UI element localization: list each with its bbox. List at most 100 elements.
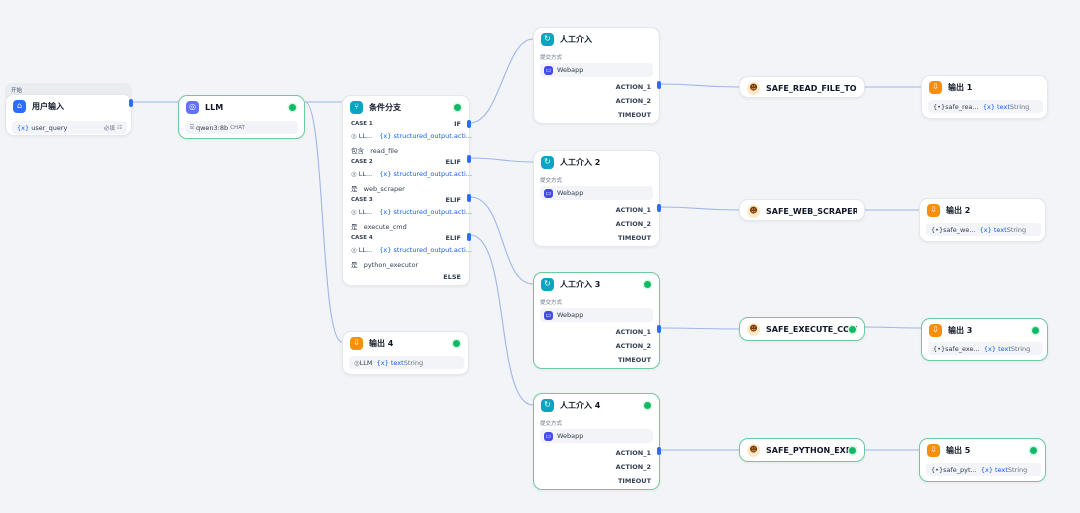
llm-source-icon: ◎ bbox=[351, 170, 357, 178]
output-icon: ⇩ bbox=[929, 80, 942, 94]
case-label: CASE 3 bbox=[351, 197, 373, 203]
condition-operator: 包含 bbox=[351, 147, 364, 155]
output-variable[interactable]: {•}safe_exe... {x} text String bbox=[928, 342, 1043, 355]
success-status-icon bbox=[849, 447, 856, 454]
llm-node[interactable]: ◎ LLM ⌸ qwen3:8b CHAT bbox=[178, 95, 305, 139]
tool-node-2[interactable]: ☻ SAFE_WEB_SCRAPER_TO... bbox=[739, 199, 865, 221]
timeout-label: TIMEOUT bbox=[618, 477, 651, 485]
output-source: {•}safe_exe... bbox=[933, 344, 980, 353]
case-label: CASE 4 bbox=[351, 235, 373, 241]
action-output-port[interactable] bbox=[657, 447, 661, 455]
start-variable-name: user_query bbox=[31, 123, 68, 132]
case4-output-port[interactable] bbox=[467, 233, 471, 241]
condition-operator: 是 bbox=[351, 223, 358, 231]
output-node-title: 输出 2 bbox=[946, 205, 971, 215]
output-source: {•}safe_we... bbox=[931, 225, 976, 234]
case1-output-port[interactable] bbox=[467, 120, 471, 128]
output4-variable[interactable]: ◎ LLM {x} text String bbox=[349, 356, 464, 369]
success-status-icon bbox=[849, 326, 856, 333]
output-var: {x} text bbox=[982, 102, 1010, 111]
success-status-icon bbox=[644, 402, 651, 409]
submit-method-field[interactable]: ▭ Webapp bbox=[540, 308, 653, 322]
output-node-1[interactable]: ⇩ 输出 1 {•}safe_rea... {x} text String bbox=[921, 75, 1048, 119]
output-node-header: ⇩ 输出 2 bbox=[920, 199, 1045, 221]
edge-human2-tool2 bbox=[659, 206, 740, 211]
output-variable[interactable]: {•}safe_rea... {x} text String bbox=[928, 100, 1043, 113]
branch-node[interactable]: ⑂ 条件分支 CASE 1 IF ◎ LL... {x} structured_… bbox=[342, 95, 472, 286]
output4-source: LLM bbox=[359, 358, 373, 367]
submit-method-label: 提交方式 bbox=[540, 300, 563, 306]
llm-node-header: ◎ LLM bbox=[179, 96, 304, 118]
condition-variable: {x} structured_output.acti... bbox=[379, 170, 472, 178]
output-type: String bbox=[1007, 465, 1028, 474]
case-label: CASE 1 bbox=[351, 121, 373, 127]
condition-source: LL... bbox=[358, 170, 373, 178]
llm-mode-badge: CHAT bbox=[230, 124, 245, 131]
tool-node-3[interactable]: ☻ SAFE_EXECUTE_COMM... bbox=[739, 317, 865, 341]
case-condition: ◎ LL... {x} structured_output.acti... bbox=[351, 132, 472, 140]
action-output-port[interactable] bbox=[657, 325, 661, 333]
llm-source-icon: ◎ bbox=[351, 132, 357, 140]
edge-human3-tool3 bbox=[659, 327, 740, 330]
submit-method-field[interactable]: ▭ Webapp bbox=[540, 63, 653, 77]
tool-node-4[interactable]: ☻ SAFE_PYTHON_EXECU... bbox=[739, 438, 865, 462]
agent-icon: ☻ bbox=[747, 443, 760, 457]
start-variable-field[interactable]: {x} user_query 必填 ☷ bbox=[12, 121, 127, 134]
action-2-label: ACTION_2 bbox=[615, 463, 651, 471]
webapp-icon: ▭ bbox=[544, 431, 553, 441]
human-node-4[interactable]: ↻ 人工介入 4 提交方式 ▭ Webapp ACTION_1 ACTION_2… bbox=[533, 393, 661, 490]
branch-node-header: ⑂ 条件分支 bbox=[343, 96, 469, 118]
submit-method-value: Webapp bbox=[557, 66, 584, 74]
submit-method-field[interactable]: ▭ Webapp bbox=[540, 429, 653, 443]
case-operator-row: 是 execute_cmd bbox=[351, 221, 407, 231]
tool-node-title: SAFE_WEB_SCRAPER_TO... bbox=[766, 206, 857, 216]
condition-variable: {x} structured_output.acti... bbox=[379, 132, 472, 140]
human-node-1[interactable]: ↻ 人工介入 提交方式 ▭ Webapp ACTION_1 ACTION_2 T… bbox=[533, 27, 661, 124]
output-node-3[interactable]: ⇩ 输出 3 {•}safe_exe... {x} text String bbox=[921, 318, 1048, 361]
output-node-header: ⇩ 输出 3 bbox=[922, 319, 1047, 341]
output4-node[interactable]: ⇩ 输出 4 ◎ LLM {x} text String bbox=[342, 331, 469, 375]
output-variable[interactable]: {•}safe_pyt... {x} text String bbox=[926, 463, 1041, 476]
action-2-label: ACTION_2 bbox=[615, 97, 651, 105]
output-variable[interactable]: {•}safe_we... {x} text String bbox=[926, 223, 1041, 236]
case3-output-port[interactable] bbox=[467, 194, 471, 202]
edge-case1-human1 bbox=[469, 38, 534, 124]
tool-node-header: ☻ SAFE_PYTHON_EXECU... bbox=[740, 439, 864, 461]
human-node-2[interactable]: ↻ 人工介入 2 提交方式 ▭ Webapp ACTION_1 ACTION_2… bbox=[533, 150, 661, 247]
condition-value: read_file bbox=[370, 147, 398, 155]
llm-model-field[interactable]: ⌸ qwen3:8b CHAT bbox=[185, 121, 298, 134]
output-node-5[interactable]: ⇩ 输出 5 {•}safe_pyt... {x} text String bbox=[919, 438, 1046, 482]
start-node[interactable]: ⌂ 用户输入 {x} user_query 必填 ☷ bbox=[5, 94, 133, 136]
tool-node-header: ☻ SAFE_EXECUTE_COMM... bbox=[740, 318, 864, 340]
success-status-icon bbox=[453, 340, 460, 347]
model-icon: ⌸ bbox=[190, 123, 194, 131]
webapp-icon: ▭ bbox=[544, 310, 553, 320]
start-output-port[interactable] bbox=[129, 99, 133, 107]
case2-output-port[interactable] bbox=[467, 155, 471, 163]
output-var: {x} text bbox=[983, 344, 1011, 353]
action-output-port[interactable] bbox=[657, 81, 661, 89]
tool-node-1[interactable]: ☻ SAFE_READ_FILE_TOOL_R... bbox=[739, 76, 865, 98]
output-type: String bbox=[1009, 102, 1030, 111]
edge-llm-output4 bbox=[304, 101, 343, 343]
condition-source: LL... bbox=[358, 208, 373, 216]
submit-method-field[interactable]: ▭ Webapp bbox=[540, 186, 653, 200]
action-output-port[interactable] bbox=[657, 204, 661, 212]
output-node-2[interactable]: ⇩ 输出 2 {•}safe_we... {x} text String bbox=[919, 198, 1046, 242]
human-node-header: ↻ 人工介入 2 bbox=[534, 151, 659, 173]
success-status-icon bbox=[644, 281, 651, 288]
edge-human1-tool1 bbox=[659, 83, 740, 88]
tool-node-title: SAFE_PYTHON_EXECU... bbox=[766, 445, 857, 455]
output-node-title: 输出 3 bbox=[948, 325, 973, 335]
human-node-3[interactable]: ↻ 人工介入 3 提交方式 ▭ Webapp ACTION_1 ACTION_2… bbox=[533, 272, 661, 369]
variable-icon: {x} bbox=[17, 123, 30, 132]
condition-value: execute_cmd bbox=[363, 223, 407, 231]
output4-header: ⇩ 输出 4 bbox=[343, 332, 468, 354]
human-node-title: 人工介入 bbox=[560, 34, 592, 44]
condition-operator: 是 bbox=[351, 185, 358, 193]
output-type: String bbox=[1006, 225, 1027, 234]
output4-type: String bbox=[403, 358, 424, 367]
start-node-title: 用户输入 bbox=[32, 101, 64, 111]
case-condition: ◎ LL... {x} structured_output.acti... bbox=[351, 208, 472, 216]
